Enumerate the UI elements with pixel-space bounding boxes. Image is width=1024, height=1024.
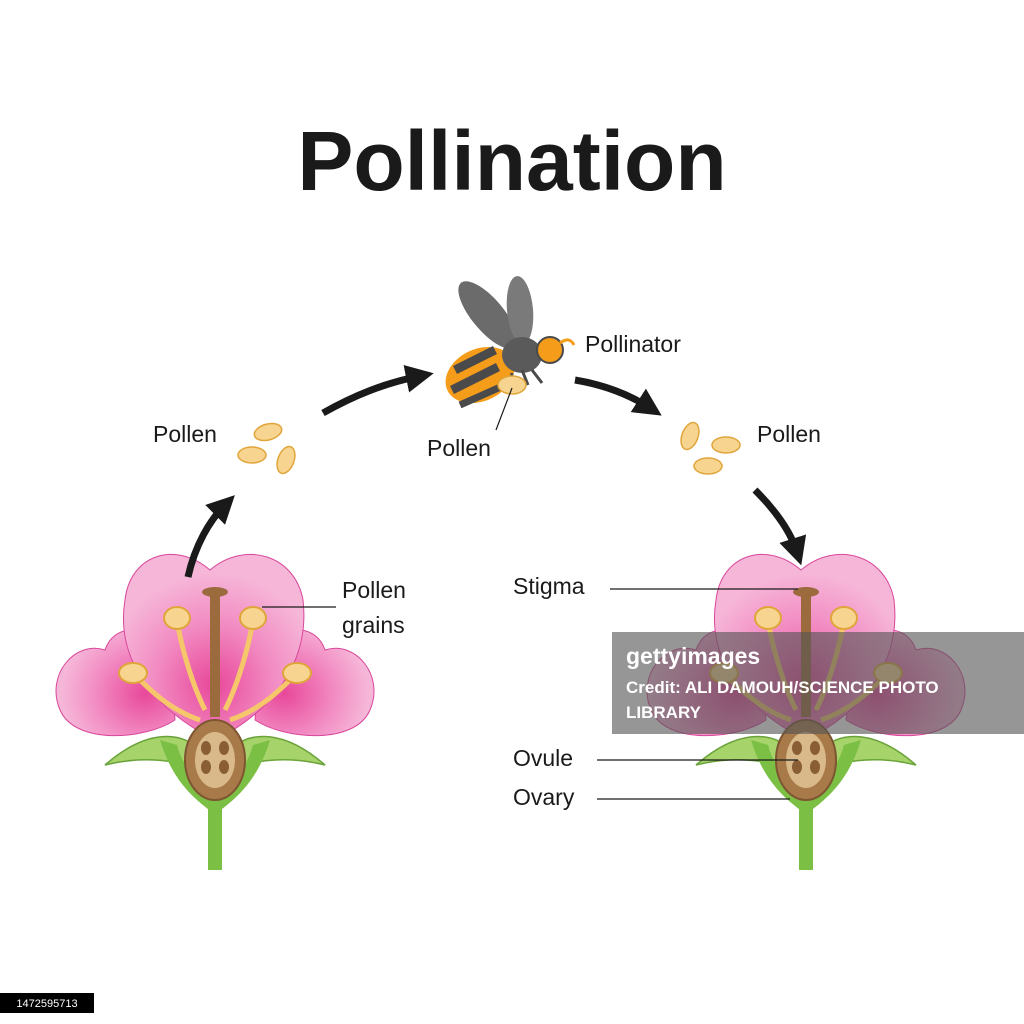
image-id-text: 1472595713 (16, 998, 77, 1010)
pollen-bee-label: Pollen (427, 435, 491, 461)
arrow-pollen-to-stigma (752, 487, 807, 566)
arrow-bee-to-pollen (574, 376, 662, 416)
pollen-right-icon (676, 419, 741, 475)
ovule-label: Ovule (513, 745, 573, 771)
pollinator-label: Pollinator (585, 331, 681, 357)
arrow-pollen-to-bee (321, 365, 434, 417)
arrow-flower-to-pollen (184, 495, 235, 578)
watermark-banner: gettyimages Credit: ALI DAMOUH/SCIENCE P… (612, 632, 1024, 734)
pollen-left-label: Pollen (153, 421, 217, 447)
watermark-credit-line2: LIBRARY (626, 703, 702, 722)
pollen-left-icon (237, 419, 300, 477)
pollen-bee-leader (495, 387, 513, 431)
page-title: Pollination (297, 114, 726, 208)
pollen-grains-label-line1: Pollen (342, 577, 406, 603)
bee-icon (445, 276, 576, 409)
stigma-label: Stigma (513, 573, 585, 599)
image-id-badge: 1472595713 (0, 993, 94, 1013)
pollen-right-label: Pollen (757, 421, 821, 447)
ovary-label: Ovary (513, 784, 575, 810)
left-flower-illustration (56, 554, 374, 870)
watermark-logo: gettyimages (626, 643, 760, 669)
watermark-credit-line1: Credit: ALI DAMOUH/SCIENCE PHOTO (626, 678, 939, 697)
pollen-grains-label-line2: grains (342, 612, 405, 638)
